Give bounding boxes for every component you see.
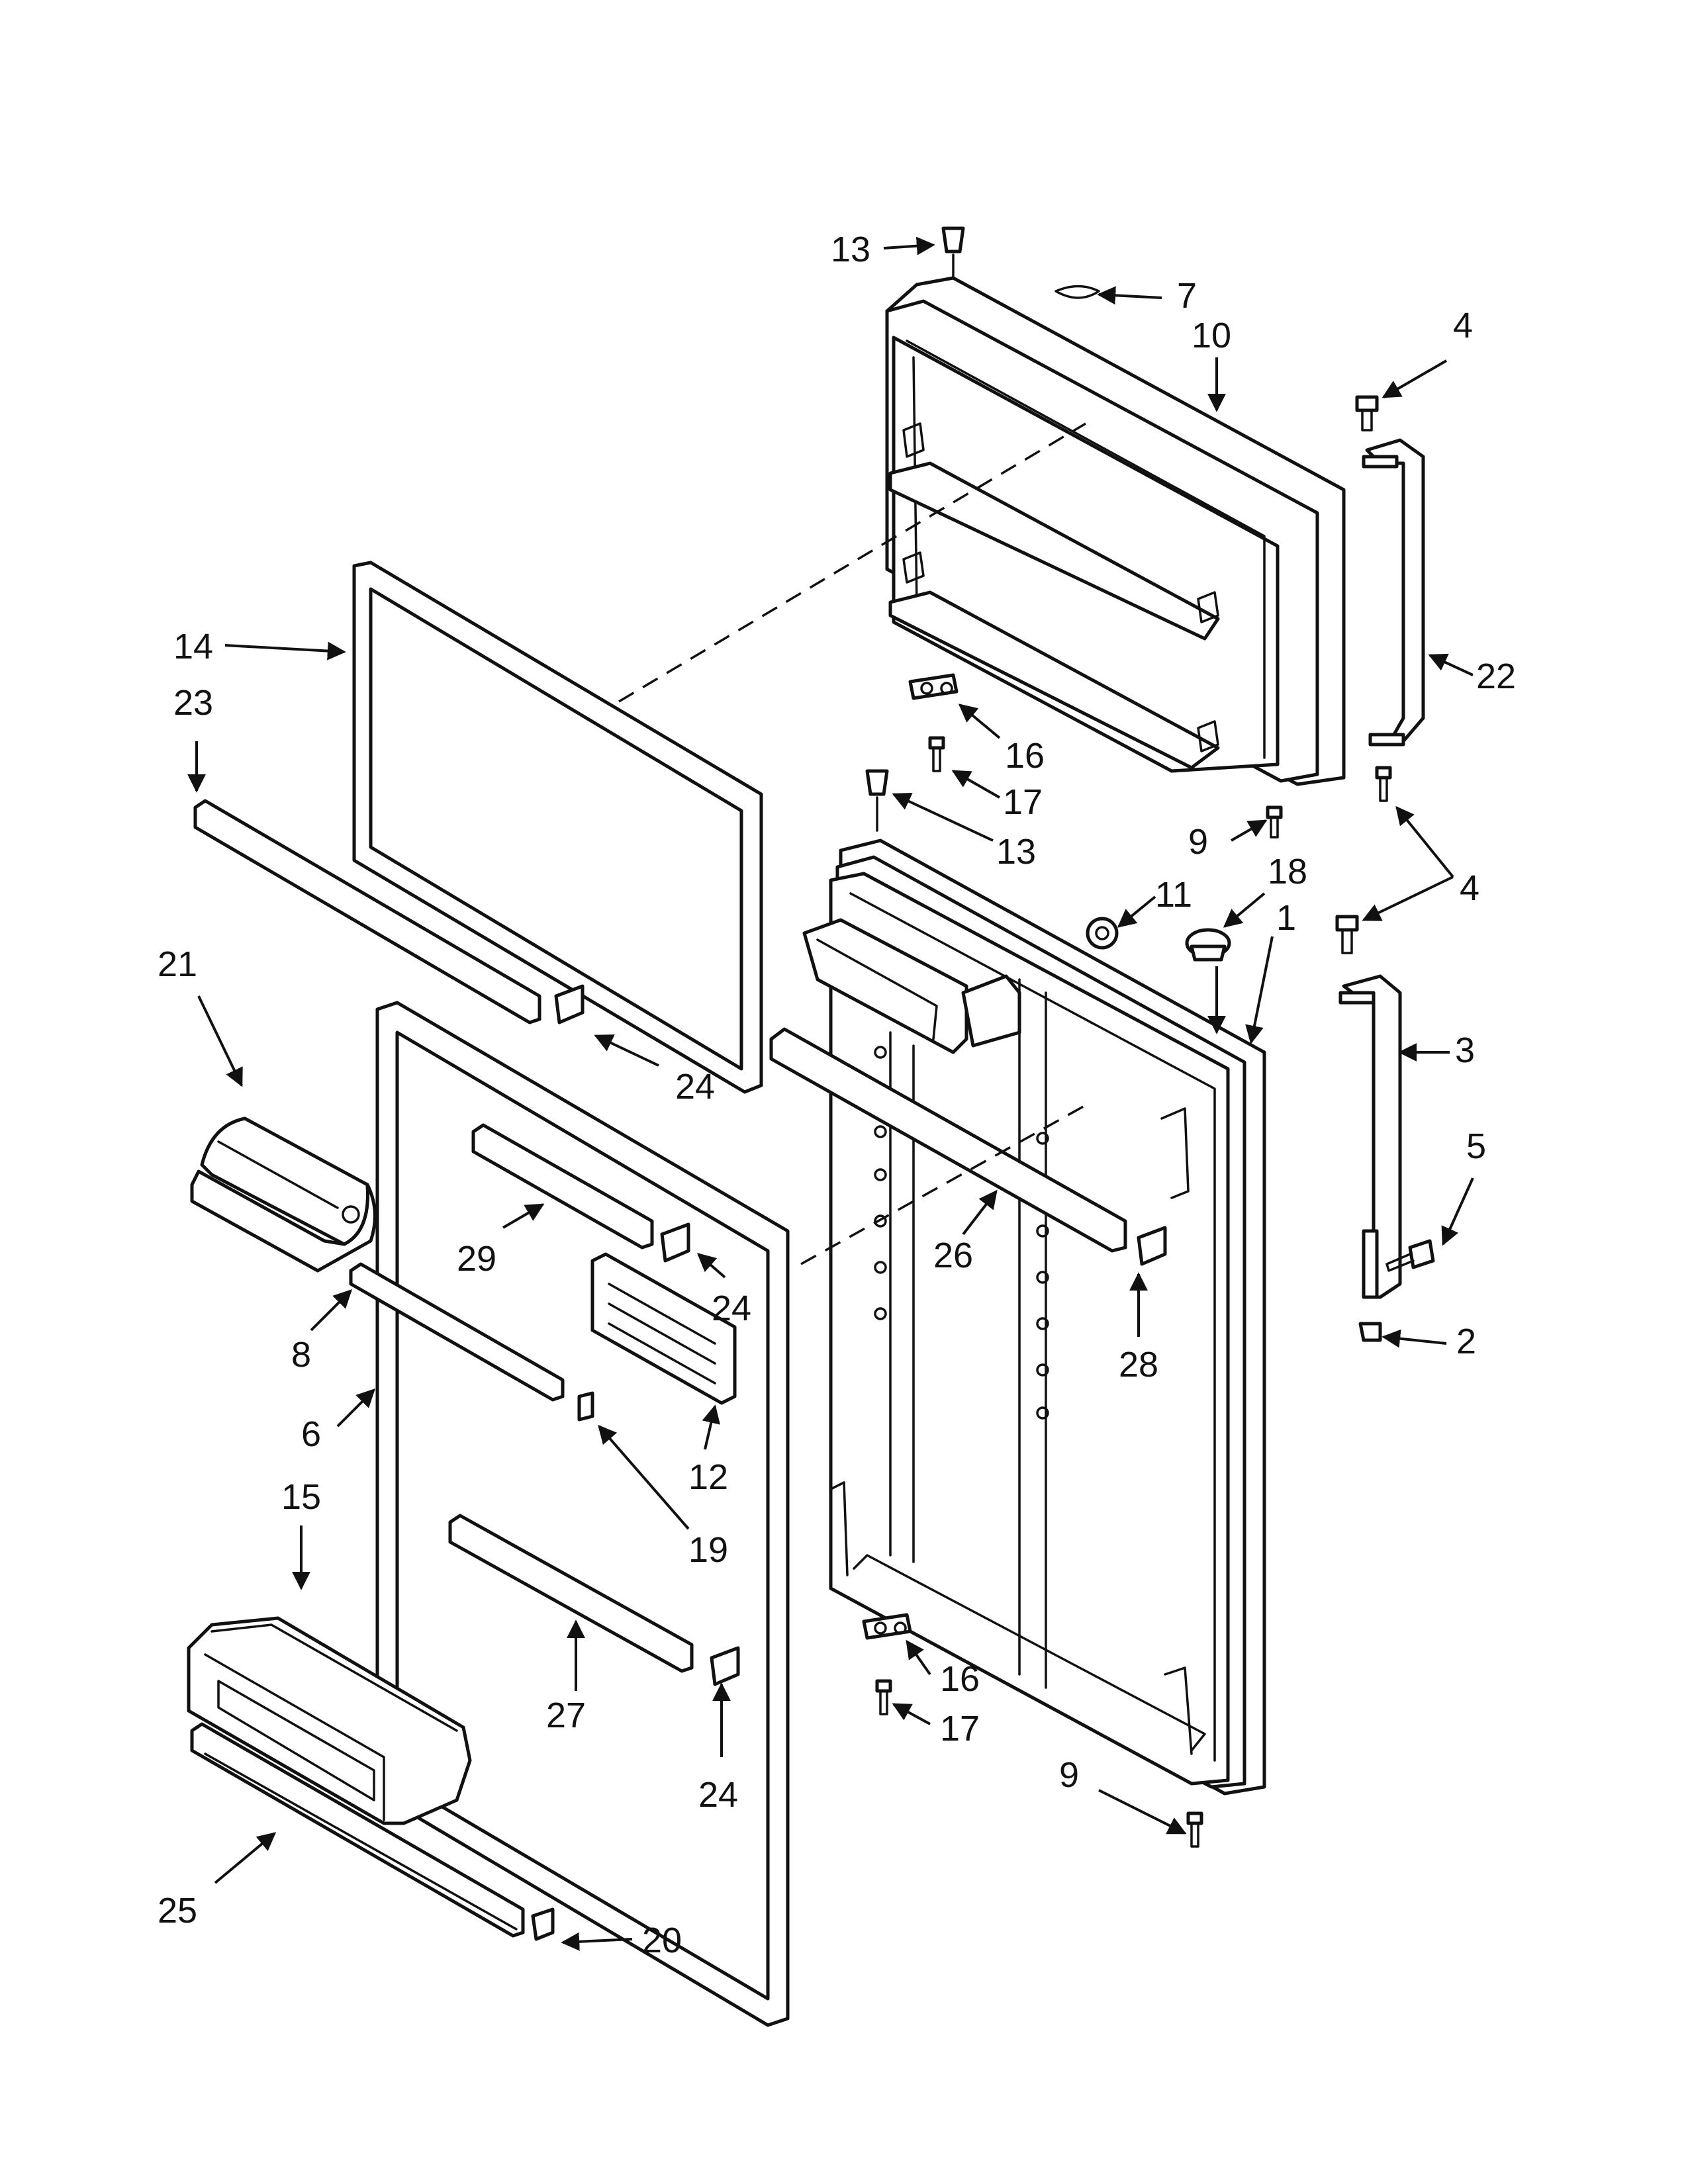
fresh-food-door — [802, 839, 1266, 1796]
callout-8: 8 — [291, 1335, 311, 1375]
callout-21: 21 — [158, 944, 197, 984]
callout-13: 13 — [831, 230, 870, 269]
callout-5: 5 — [1466, 1126, 1486, 1166]
end-cap-24c — [710, 1646, 740, 1686]
callout-24: 24 — [712, 1289, 751, 1328]
callout-25: 25 — [158, 1891, 197, 1931]
screw-17-bottom — [875, 1679, 892, 1715]
screw-9-top — [1266, 805, 1283, 839]
gasket-ring-icon — [1055, 285, 1100, 299]
plug-13-top — [941, 226, 965, 279]
leader-lines — [187, 236, 1474, 1951]
screw-4-lower-handle22 — [1375, 766, 1392, 802]
hinge-16-bottom — [862, 1613, 912, 1640]
trim-27 — [448, 1514, 694, 1673]
callout-10: 10 — [1192, 316, 1231, 355]
callout-16: 16 — [1005, 736, 1045, 776]
callout-22: 22 — [1476, 657, 1516, 696]
fresh-food-gasket — [375, 1001, 790, 2027]
callout-16: 16 — [940, 1659, 980, 1699]
assembly-line-freezer — [618, 422, 1086, 703]
screw-4-upper — [1355, 395, 1379, 432]
clip-11 — [1086, 917, 1119, 950]
handle-3 — [1338, 974, 1402, 1299]
screw-5 — [1385, 1239, 1435, 1272]
plug-cap-18 — [1185, 928, 1231, 962]
end-cap-20 — [531, 1907, 555, 1941]
callout-9: 9 — [1059, 1755, 1079, 1795]
callout-15: 15 — [281, 1477, 321, 1517]
callout-28: 28 — [1119, 1345, 1158, 1385]
end-cap-28 — [1137, 1226, 1167, 1266]
callout-2: 2 — [1456, 1322, 1476, 1361]
freezer-door — [885, 276, 1346, 786]
callout-24: 24 — [698, 1775, 738, 1815]
end-cap-19 — [577, 1391, 594, 1422]
butter-compartment-21 — [190, 1116, 377, 1273]
end-cap-2 — [1358, 1322, 1382, 1342]
screw-9-bottom — [1186, 1811, 1203, 1848]
callout-17: 17 — [940, 1709, 980, 1749]
freezer-gasket — [352, 561, 763, 1094]
callout-17: 17 — [1003, 782, 1043, 822]
callout-7: 7 — [1177, 276, 1197, 316]
callout-23: 23 — [173, 683, 213, 723]
callout-20: 20 — [642, 1921, 682, 1960]
callout-3: 3 — [1455, 1030, 1475, 1070]
screw-17-top — [928, 736, 945, 772]
handle-22 — [1362, 438, 1425, 747]
callout-14: 14 — [173, 627, 213, 666]
trim-23 — [193, 799, 541, 1024]
callout-4: 4 — [1460, 868, 1479, 908]
callout-12: 12 — [688, 1457, 728, 1497]
plug-13-middle — [865, 769, 889, 832]
screw-4-handle3 — [1335, 915, 1359, 954]
door-bin-15 — [187, 1616, 472, 1825]
callout-29: 29 — [457, 1239, 496, 1279]
hinge-16-top — [908, 673, 959, 700]
callout-11: 11 — [1155, 875, 1192, 915]
trim-29 — [471, 1123, 654, 1250]
callout-27: 27 — [546, 1696, 586, 1735]
end-cap-24a — [554, 984, 585, 1024]
trim-26 — [769, 1027, 1127, 1253]
end-cap-24b — [660, 1222, 690, 1263]
callout-6: 6 — [301, 1414, 321, 1454]
callout-19: 19 — [688, 1530, 728, 1570]
callout-26: 26 — [933, 1236, 973, 1275]
callout-1: 1 — [1276, 898, 1296, 938]
callout-13: 13 — [996, 832, 1036, 872]
callout-4: 4 — [1453, 306, 1473, 345]
callout-24: 24 — [675, 1067, 715, 1107]
trim-8 — [349, 1262, 565, 1402]
dairy-door-12 — [590, 1252, 737, 1405]
callout-9: 9 — [1188, 822, 1208, 862]
callout-18: 18 — [1268, 852, 1307, 891]
trim-25 — [190, 1722, 525, 1938]
